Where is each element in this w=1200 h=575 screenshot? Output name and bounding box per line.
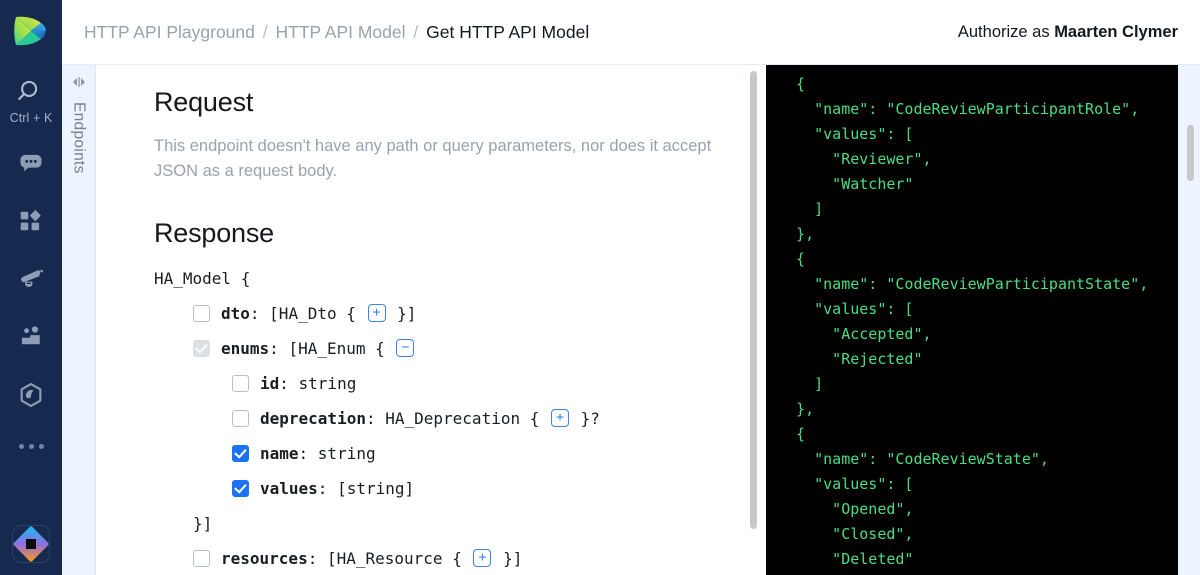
schema-row: dto: [HA_Dto { + }] (154, 296, 726, 331)
sidebar-item-announcements[interactable] (8, 259, 54, 299)
schema-row: id: string (154, 366, 726, 401)
sidebar-item-teams[interactable] (8, 317, 54, 357)
schema-field-name: dto (221, 304, 250, 323)
user-avatar-icon (13, 526, 49, 562)
schema-field-checkbox[interactable] (193, 550, 210, 567)
schema-field-tail: }] (493, 549, 523, 568)
breadcrumb-item-1[interactable]: HTTP API Model (275, 21, 406, 42)
apps-grid-icon (20, 210, 41, 231)
schema-expand-toggle[interactable]: − (396, 338, 415, 357)
schema-expand-toggle[interactable]: + (473, 548, 492, 567)
search-shortcut-label: Ctrl + K (9, 111, 53, 125)
more-dots-icon (18, 443, 24, 449)
schema-field-checkbox[interactable] (232, 375, 249, 392)
code-preview-scrollbar[interactable] (1187, 125, 1194, 181)
more-options-button[interactable] (8, 435, 54, 457)
schema-field-checkbox[interactable] (232, 410, 249, 427)
breadcrumb: HTTP API Playground / HTTP API Model / G… (84, 22, 589, 43)
schema-field-type: : [HA_Enum { (269, 339, 395, 358)
schema-field-tail: }? (571, 409, 600, 428)
response-schema-tree: HA_Model { dto: [HA_Dto { + }]enums: [HA… (154, 261, 726, 575)
documentation-content: Request This endpoint doesn't have any p… (96, 65, 766, 575)
package-cube-icon (20, 382, 42, 408)
schema-field-checkbox[interactable] (193, 305, 210, 322)
search-button[interactable]: Ctrl + K (10, 77, 53, 125)
breadcrumb-separator: / (262, 21, 268, 42)
code-preview-text: { "name": "CodeReviewParticipantRole", "… (796, 75, 1149, 568)
response-section-title: Response (154, 218, 274, 248)
breadcrumb-item-current: Get HTTP API Model (426, 21, 590, 42)
schema-root-line: HA_Model { (154, 261, 726, 296)
more-dots-icon (38, 443, 44, 449)
schema-row: name: string (154, 436, 726, 471)
sidebar-item-apps[interactable] (8, 201, 54, 241)
people-icon (21, 326, 40, 345)
schema-field-type: : string (279, 374, 357, 393)
chat-bubble-icon (20, 154, 42, 172)
schema-field-name: resources (221, 549, 308, 568)
schema-field-type: : string (298, 444, 376, 463)
schema-field-name: id (260, 374, 280, 393)
left-nav-rail: Ctrl + K (0, 0, 62, 575)
schema-root-label: HA_Model { (154, 269, 251, 288)
schema-field-type: : HA_Deprecation { (365, 409, 549, 428)
documentation-pane: Request This endpoint doesn't have any p… (96, 65, 766, 575)
main-region: HTTP API Playground / HTTP API Model / G… (62, 0, 1200, 575)
code-preview-pane: { "name": "CodeReviewParticipantRole", "… (766, 65, 1200, 575)
collapse-expand-arrows-icon (72, 77, 85, 87)
endpoints-panel-tab[interactable]: Endpoints (62, 65, 96, 575)
more-dots-icon (28, 443, 34, 449)
schema-expand-toggle[interactable]: + (551, 408, 569, 427)
authorize-user-name: Maarten Clymer (1054, 22, 1178, 41)
schema-field-type: : [HA_Resource { (307, 549, 472, 568)
schema-row: values: [string] (154, 471, 726, 506)
schema-row: }] (154, 506, 726, 541)
schema-field-checkbox (193, 340, 210, 357)
request-description: This endpoint doesn't have any path or q… (154, 137, 712, 180)
authorize-button[interactable]: Authorize as Maarten Clymer (958, 23, 1178, 42)
avatar[interactable] (12, 525, 50, 563)
schema-row: enums: [HA_Enum { − (154, 331, 726, 366)
schema-row: resources: [HA_Resource { + }] (154, 541, 726, 575)
code-preview-box: { "name": "CodeReviewParticipantRole", "… (766, 65, 1178, 575)
authorize-prefix-label: Authorize as (957, 22, 1050, 41)
app-logo[interactable] (9, 9, 53, 53)
request-section-title: Request (154, 87, 254, 117)
schema-row: deprecation: HA_Deprecation { + }? (154, 401, 726, 436)
schema-field-name: enums (221, 339, 270, 358)
documentation-scrollbar[interactable] (750, 71, 757, 529)
schema-field-type: }] (193, 514, 213, 533)
rapid-logo-icon (14, 16, 46, 46)
endpoints-tab-label: Endpoints (70, 102, 88, 174)
content-body: Endpoints Request This endpoint doesn't … (62, 65, 1200, 575)
schema-field-name: name (260, 444, 299, 463)
schema-expand-toggle[interactable]: + (367, 303, 386, 322)
search-icon (18, 80, 38, 101)
sidebar-item-packages[interactable] (8, 375, 54, 415)
schema-field-checkbox[interactable] (232, 445, 249, 462)
schema-field-name: deprecation (260, 409, 366, 428)
breadcrumb-separator: / (413, 21, 419, 42)
collapse-expand-button[interactable] (70, 75, 88, 94)
schema-field-type: : [HA_Dto { (249, 304, 366, 323)
schema-field-name: values (260, 479, 318, 498)
sidebar-item-messages[interactable] (8, 143, 54, 183)
breadcrumb-item-0[interactable]: HTTP API Playground (84, 21, 255, 42)
schema-field-tail: }] (387, 304, 417, 323)
schema-field-type: : [string] (317, 479, 415, 498)
top-bar: HTTP API Playground / HTTP API Model / G… (62, 0, 1200, 65)
schema-field-checkbox[interactable] (232, 480, 249, 497)
megaphone-icon (21, 269, 43, 287)
